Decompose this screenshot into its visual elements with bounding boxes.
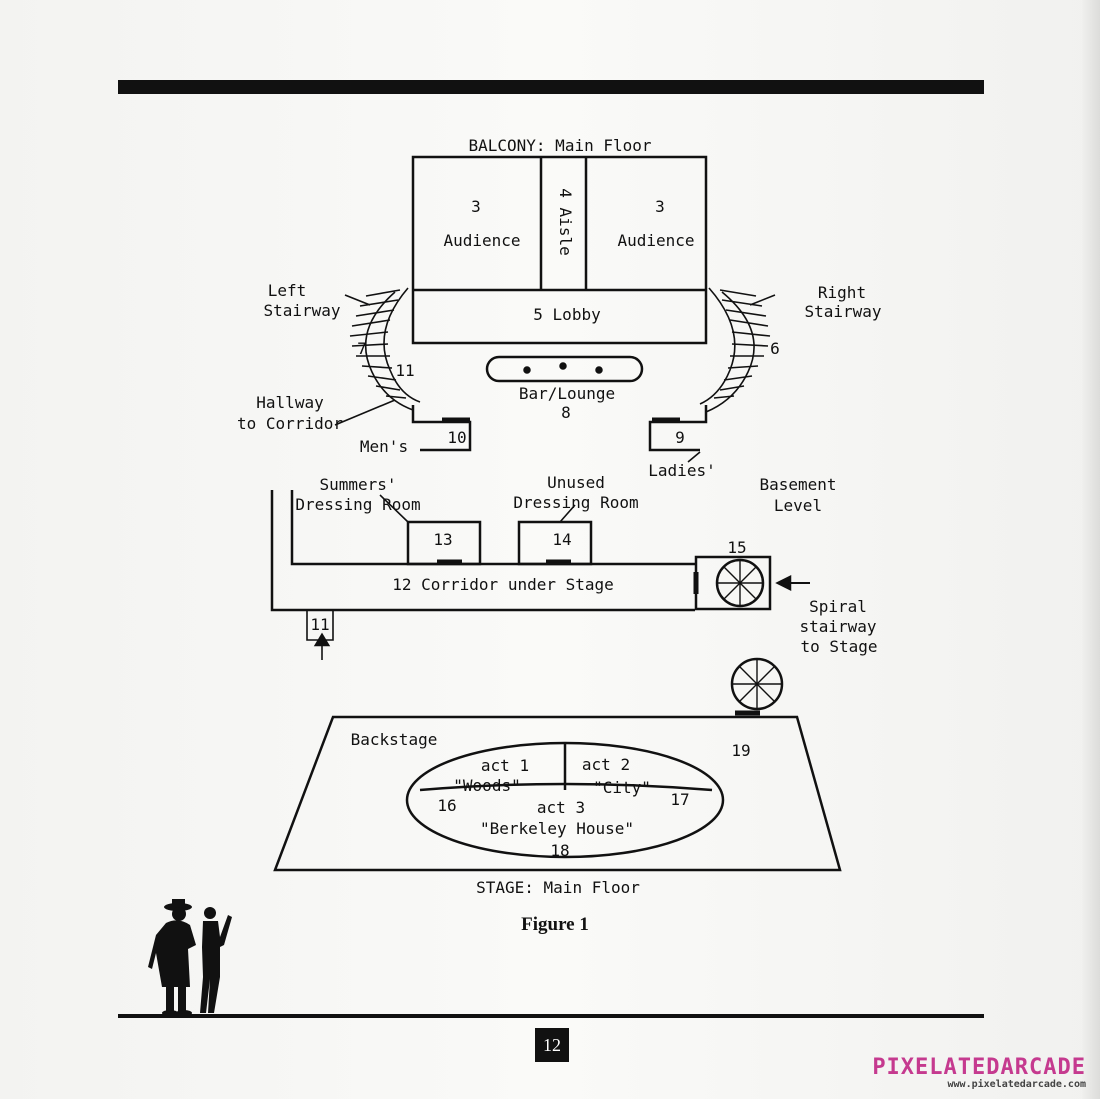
hallway-label-1: Hallway: [256, 393, 324, 412]
summers-label-2: Dressing Room: [295, 495, 420, 514]
backstage-label: Backstage: [351, 730, 438, 749]
bar-dot: [559, 362, 567, 370]
corridor-inner: [290, 490, 695, 566]
watermark: PIXELATEDARCADE www.pixelatedarcade.com: [872, 1057, 1086, 1091]
stage-label: STAGE: Main Floor: [476, 878, 640, 897]
act3-name: "Berkeley House": [480, 819, 634, 838]
hallway-pointer: [334, 399, 396, 426]
act1-label: act 1: [481, 756, 529, 775]
audience-right-number: 3: [655, 197, 665, 216]
left-stair-pointer: [344, 294, 371, 306]
room-14-label: 14: [552, 530, 571, 549]
page-fold-shadow: [1082, 0, 1100, 1099]
spiral-spokes-15: [717, 560, 763, 606]
act3-label: act 3: [537, 798, 585, 817]
corridor-label: 12 Corridor under Stage: [392, 575, 614, 594]
right-stairway-label-1: Right: [818, 283, 866, 302]
silhouette-figures-icon: [148, 899, 232, 1016]
stage-outline: [273, 715, 842, 872]
corridor-outer: [270, 490, 695, 612]
watermark-url: www.pixelatedarcade.com: [947, 1079, 1086, 1090]
right-stairway-label-2: Stairway: [804, 302, 881, 321]
room-15-label: 15: [727, 538, 746, 557]
bar-counter: [485, 355, 644, 383]
room-13-label: 13: [433, 530, 452, 549]
bar-dot: [523, 366, 531, 374]
spiral-arrow-head: [775, 574, 792, 592]
watermark-main: PIXELATEDARCADE: [872, 1055, 1086, 1080]
hallway-label-2: to Corridor: [237, 414, 343, 433]
act2-label: act 2: [582, 755, 630, 774]
audience-right-label: Audience: [617, 231, 694, 250]
summers-pointer: [379, 494, 409, 523]
figure-caption: Figure 1: [521, 914, 589, 935]
bar-lounge-label: Bar/Lounge: [519, 384, 615, 403]
basement-label-1: Basement: [759, 475, 836, 494]
left-stairway-label-2: Stairway: [263, 301, 340, 320]
balcony-block: [411, 155, 708, 345]
right-stair-pointer: [749, 294, 776, 306]
bar-dot: [595, 366, 603, 374]
spiral-spokes-19: [732, 659, 782, 709]
mens-label: Men's: [360, 437, 408, 456]
spiral-label-1: Spiral: [809, 597, 867, 616]
act1-name: "Woods": [453, 776, 520, 795]
audience-left-number: 3: [471, 197, 481, 216]
left-stairway-label-1: Left: [268, 281, 307, 300]
balcony-label: BALCONY: Main Floor: [468, 136, 651, 155]
room-6-label: 6: [770, 339, 780, 358]
room-17-label: 17: [670, 790, 689, 809]
top-rule: [118, 80, 984, 94]
unused-label-2: Dressing Room: [513, 493, 638, 512]
room-19-label: 19: [731, 741, 750, 760]
audience-left-label: Audience: [443, 231, 520, 250]
lobby-label: 5 Lobby: [533, 305, 601, 324]
unused-pointer: [559, 504, 576, 523]
unused-label-1: Unused: [547, 473, 605, 492]
summers-label-1: Summers': [319, 475, 396, 494]
room-7-label: 7: [357, 339, 367, 358]
spiral-label-3: to Stage: [800, 637, 877, 656]
left-stairway-shape: [349, 287, 421, 411]
page-number: 12: [535, 1028, 569, 1062]
act2-name: "City": [593, 778, 651, 797]
room-16-label: 16: [437, 796, 456, 815]
bottom-rule: [118, 1014, 984, 1018]
right-stairway-shape: [699, 287, 771, 413]
room-8-label: 8: [561, 403, 571, 422]
aisle-label: 4 Aisle: [556, 188, 575, 255]
ladies-pointer: [687, 451, 701, 463]
ladies-label: Ladies': [648, 461, 715, 480]
room-11-top-label: 11: [395, 361, 414, 380]
room-18-label: 18: [550, 841, 569, 860]
spiral-label-2: stairway: [799, 617, 876, 636]
room-9-label: 9: [675, 428, 685, 447]
basement-label-2: Level: [774, 496, 822, 515]
room-11-arrow-head: [313, 632, 331, 647]
ladies-room: [648, 405, 708, 452]
stage-split-arc: [419, 782, 713, 792]
room-10-label: 10: [447, 428, 466, 447]
room-11-bottom-label: 11: [310, 615, 329, 634]
